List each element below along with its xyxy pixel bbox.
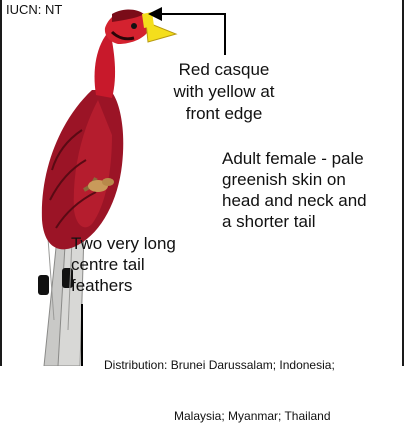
adult-female-annotation: Adult female - pale greenish skin on hea… (222, 148, 367, 232)
iucn-status-label: IUCN: NT (6, 2, 62, 18)
bird-body (42, 90, 123, 249)
distribution-line-2: Malaysia; Myanmar; Thailand (104, 408, 404, 425)
distribution-text: Distribution: Brunei Darussalam; Indones… (104, 323, 404, 442)
bird-head (95, 10, 150, 99)
tail-feathers-annotation: Two very long centre tail feathers (71, 233, 176, 296)
casque-annotation: Red casque with yellow at front edge (156, 59, 292, 125)
